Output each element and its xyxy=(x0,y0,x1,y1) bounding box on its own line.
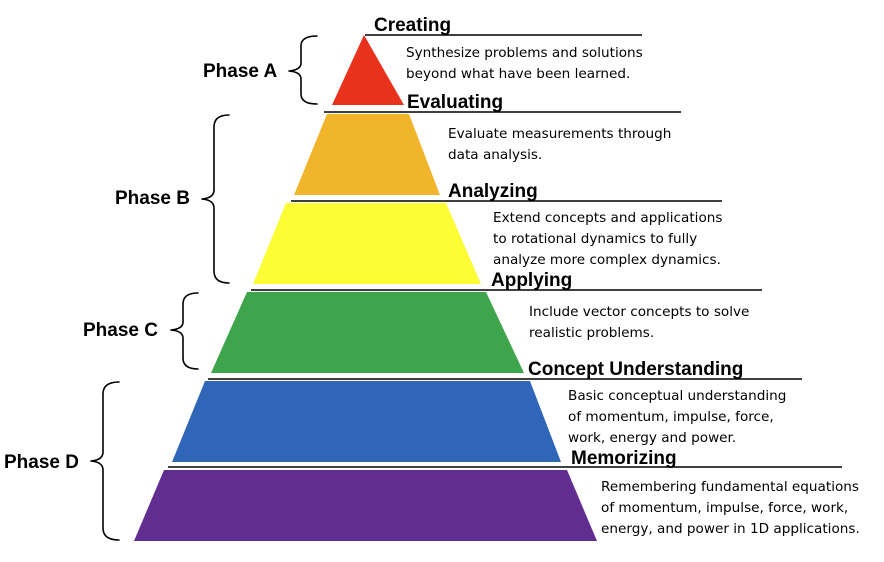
level-label-creating: Creating xyxy=(374,15,451,36)
level-label-analyzing: Analyzing xyxy=(448,181,538,202)
brace-phase-d xyxy=(90,381,120,541)
description-concept-understanding: Basic conceptual understanding of moment… xyxy=(568,388,791,446)
description-creating: Synthesize problems and solutions beyond… xyxy=(406,45,647,82)
band-evaluating xyxy=(294,114,440,195)
band-applying xyxy=(211,292,524,373)
phase-label-b: Phase B xyxy=(115,188,190,209)
level-label-concept-understanding: Concept Understanding xyxy=(528,359,743,380)
band-memorizing xyxy=(134,470,597,541)
brace-phase-b xyxy=(201,114,230,284)
level-label-applying: Applying xyxy=(491,270,572,291)
band-analyzing xyxy=(253,203,481,284)
level-label-evaluating: Evaluating xyxy=(407,92,503,113)
description-analyzing: Extend concepts and applications to rota… xyxy=(493,210,727,268)
brace-phase-c xyxy=(170,292,199,370)
description-applying: Include vector concepts to solve realist… xyxy=(529,304,754,341)
level-label-memorizing: Memorizing xyxy=(571,448,677,469)
band-creating xyxy=(332,35,404,105)
phase-label-d: Phase D xyxy=(4,452,79,473)
description-memorizing: Remembering fundamental equations of mom… xyxy=(601,479,863,537)
phase-label-a: Phase A xyxy=(203,61,278,82)
description-evaluating: Evaluate measurements through data analy… xyxy=(448,126,676,163)
band-concept-understanding xyxy=(172,381,561,462)
brace-phase-a xyxy=(288,35,318,105)
phase-label-c: Phase C xyxy=(83,320,158,341)
